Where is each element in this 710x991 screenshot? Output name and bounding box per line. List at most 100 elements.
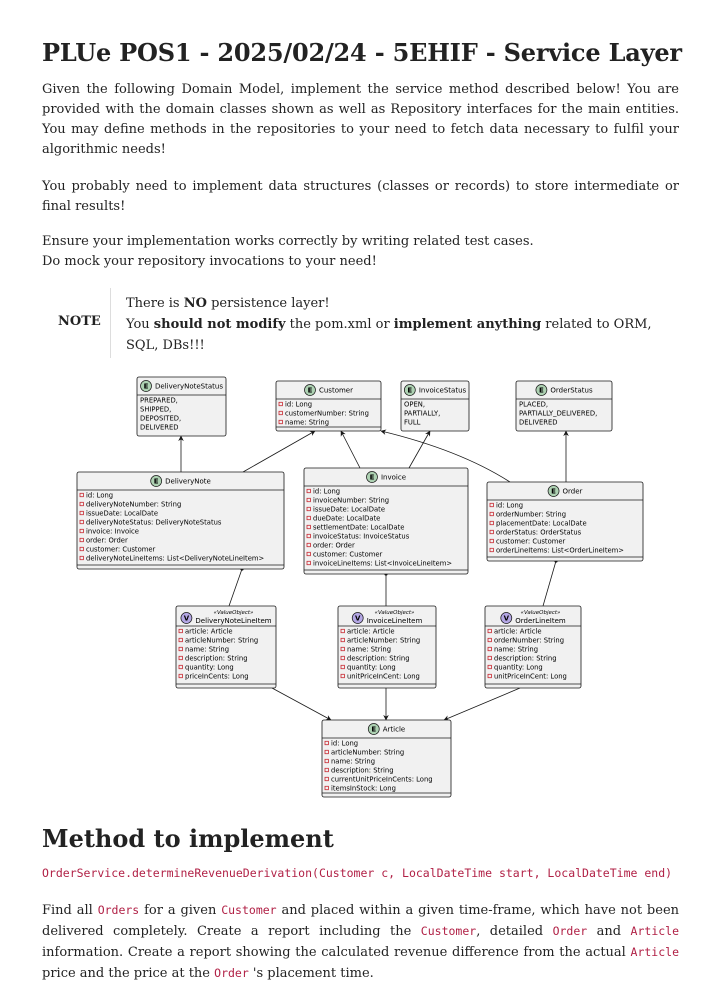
uml-field: articleNumber: String	[185, 637, 258, 645]
private-field-icon	[324, 740, 329, 746]
uml-field: OPEN,	[404, 401, 425, 409]
uml-field: name: String	[331, 758, 375, 766]
relation-invoice-customer	[340, 430, 361, 469]
private-field-icon	[489, 529, 494, 535]
intro-paragraph-2: You probably need to implement data stru…	[42, 179, 679, 214]
uml-field: issueDate: LocalDate	[86, 510, 158, 518]
intro-paragraph-3-line-1: Ensure your implementation works correct…	[42, 234, 534, 249]
stereotype-circle-icon	[535, 384, 548, 396]
uml-field: article: Article	[347, 628, 395, 636]
relation-order-customer	[380, 429, 511, 483]
uml-field: articleNumber: String	[331, 749, 404, 757]
uml-field: customer: Customer	[496, 538, 566, 546]
uml-field: id: Long	[86, 492, 113, 500]
uml-class-stereotype: «ValueObject»	[375, 610, 415, 616]
uml-field: articleNumber: String	[347, 637, 420, 645]
uml-field: name: String	[285, 419, 329, 427]
stereotype-letter: E	[144, 383, 149, 391]
code-ref: Orders	[97, 903, 140, 917]
uml-field: customerNumber: String	[285, 410, 369, 418]
uml-class-box	[303, 467, 469, 575]
private-field-icon	[487, 637, 492, 643]
uml-class-box	[400, 380, 470, 432]
uml-class-name: DeliveryNoteLineItem	[195, 617, 271, 625]
note-text: There is	[126, 296, 184, 311]
uml-field: unitPriceInCent: Long	[494, 673, 567, 681]
uml-field: FULL	[404, 419, 421, 427]
private-field-icon	[324, 749, 329, 755]
uml-field: unitPriceInCent: Long	[347, 673, 420, 681]
uml-field: id: Long	[496, 502, 523, 510]
code-ref: Order	[552, 924, 588, 938]
uml-field: itemsInStock: Long	[331, 785, 396, 793]
private-field-icon	[324, 785, 329, 791]
uml-field: deliveryNoteLineItems: List<DeliveryNote…	[86, 555, 264, 563]
intro-paragraph-1: Given the following Domain Model, implem…	[42, 82, 679, 157]
private-field-icon	[79, 519, 84, 525]
private-field-icon	[489, 538, 494, 544]
stereotype-letter: E	[371, 726, 376, 734]
private-field-icon	[487, 646, 492, 652]
private-field-icon	[79, 510, 84, 516]
private-field-icon	[306, 542, 311, 548]
uml-field: deliveryNoteNumber: String	[86, 501, 181, 509]
uml-field: name: String	[347, 646, 391, 654]
description-text: price and the price at the	[42, 966, 215, 981]
note-text: related to ORM, SQL, DBs!!!	[126, 317, 652, 353]
uml-class-name: Customer	[319, 387, 353, 395]
uml-class-delivery-note-line-item: DeliveryNoteLineItemV«ValueObject»articl…	[175, 605, 277, 689]
uml-class-name: Order	[563, 488, 583, 496]
uml-field: priceInCents: Long	[185, 673, 249, 681]
stereotype-letter: E	[551, 488, 556, 496]
stereotype-circle-icon	[367, 723, 380, 735]
description-text: for a given	[139, 903, 222, 918]
uml-field: order: Order	[313, 542, 355, 550]
uml-class-box	[321, 719, 452, 798]
stereotype-letter: E	[539, 387, 544, 395]
uml-class-box	[486, 481, 644, 562]
stereotype-letter: E	[407, 387, 412, 395]
stereotype-circle-icon	[366, 471, 378, 483]
uml-field: DELIVERED	[140, 424, 179, 432]
code-ref: Article	[630, 924, 680, 938]
private-field-icon	[178, 646, 183, 652]
uml-field: id: Long	[313, 488, 340, 496]
note-text: the pom.xml or	[285, 317, 394, 332]
uml-class-box	[337, 605, 437, 689]
uml-field: quantity: Long	[494, 664, 543, 672]
private-field-icon	[79, 501, 84, 507]
uml-class-box	[484, 605, 582, 689]
private-field-icon	[340, 664, 345, 670]
note-line-1: There is NO persistence layer!	[126, 293, 676, 314]
private-field-icon	[340, 673, 345, 679]
private-field-icon	[487, 628, 492, 634]
private-field-icon	[306, 551, 311, 557]
uml-field: description: String	[185, 655, 248, 663]
private-field-icon	[79, 555, 84, 561]
uml-field: id: Long	[285, 401, 312, 409]
note-emphasis: should not modify	[153, 317, 286, 332]
private-field-icon	[79, 546, 84, 552]
stereotype-letter: V	[184, 615, 190, 623]
private-field-icon	[340, 655, 345, 661]
code-ref: Customer	[221, 903, 277, 917]
note-text: You	[126, 317, 154, 332]
private-field-icon	[340, 628, 345, 634]
uml-field: id: Long	[331, 740, 358, 748]
description-text: , detailed	[476, 924, 553, 939]
note-divider	[110, 288, 111, 358]
private-field-icon	[306, 524, 311, 530]
note-body: There is NO persistence layer! You shoul…	[126, 293, 676, 356]
note-label: NOTE	[58, 314, 101, 329]
relation-deliverynote-customer	[242, 430, 316, 473]
uml-class-name: Invoice	[381, 474, 406, 482]
stereotype-circle-icon	[304, 384, 316, 396]
description-text: information. Create a report showing the…	[42, 945, 631, 960]
private-field-icon	[487, 655, 492, 661]
uml-field: quantity: Long	[185, 664, 234, 672]
uml-field: order: Order	[86, 537, 128, 545]
